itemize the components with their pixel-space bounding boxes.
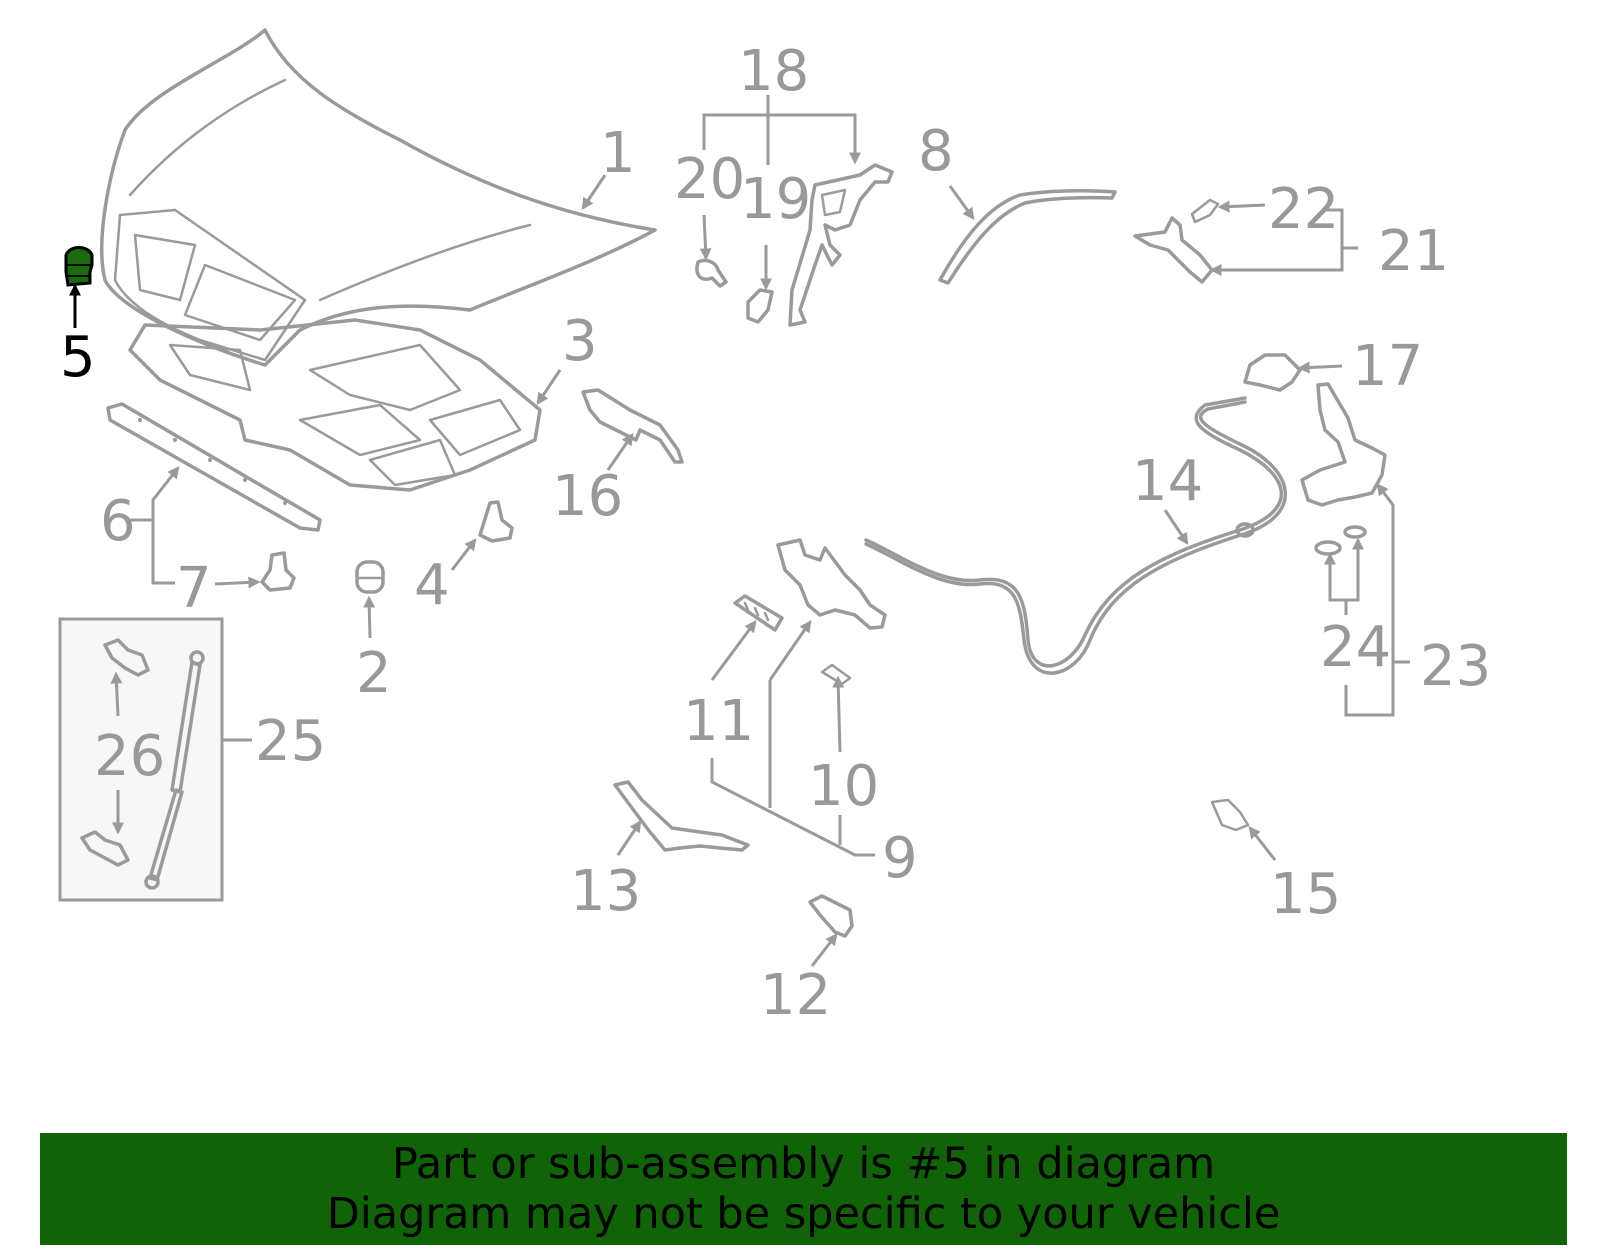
callout-21: 21 bbox=[1378, 219, 1449, 284]
part-10-clip bbox=[820, 663, 852, 686]
part-9-lock bbox=[776, 538, 887, 630]
callout-11: 11 bbox=[683, 689, 754, 754]
part-13-rod bbox=[613, 780, 750, 852]
part-17-cover bbox=[1243, 353, 1302, 392]
callout-20: 20 bbox=[674, 147, 745, 212]
callout-22: 22 bbox=[1268, 177, 1339, 242]
callout-5: 5 bbox=[60, 325, 96, 390]
part-7-clip bbox=[260, 551, 296, 592]
callout-17: 17 bbox=[1352, 334, 1423, 399]
callout-9: 9 bbox=[882, 826, 918, 891]
part-25-box bbox=[58, 617, 224, 902]
part-16-bracket bbox=[581, 388, 684, 464]
callout-3: 3 bbox=[562, 309, 598, 374]
part-23-latch bbox=[1300, 382, 1387, 507]
part-6-seal bbox=[106, 402, 322, 532]
callout-25: 25 bbox=[255, 709, 326, 774]
callout-13: 13 bbox=[570, 859, 641, 924]
callout-23: 23 bbox=[1420, 634, 1491, 699]
callout-8: 8 bbox=[918, 119, 954, 184]
part-15-bracket bbox=[1210, 798, 1250, 832]
callout-2: 2 bbox=[356, 641, 392, 706]
part-21-bracket bbox=[1133, 216, 1214, 284]
part-4-stop bbox=[478, 500, 514, 543]
part-12-bracket bbox=[808, 894, 854, 938]
callout-15: 15 bbox=[1270, 862, 1341, 927]
callout-4: 4 bbox=[414, 553, 450, 618]
part-3-insulator bbox=[128, 318, 542, 492]
info-banner: Part or sub-assembly is #5 in diagram Di… bbox=[40, 1133, 1567, 1245]
part-20-bolt bbox=[695, 258, 728, 288]
banner-line-part: Part or sub-assembly is #5 in diagram bbox=[391, 1139, 1216, 1189]
banner-line-disclaimer: Diagram may not be specific to your vehi… bbox=[326, 1189, 1281, 1239]
callout-10: 10 bbox=[808, 754, 879, 819]
callout-26: 26 bbox=[94, 724, 165, 789]
callout-18: 18 bbox=[738, 39, 809, 104]
leader-lines bbox=[69, 95, 1410, 967]
part-26-ball-stud-bottom bbox=[80, 830, 130, 867]
callout-19: 19 bbox=[740, 167, 811, 232]
part-1-hood bbox=[100, 28, 657, 367]
callout-6: 6 bbox=[100, 489, 136, 554]
callout-24: 24 bbox=[1320, 615, 1391, 680]
part-18-hinge bbox=[788, 163, 894, 327]
callout-1: 1 bbox=[600, 121, 636, 186]
callout-labels: 1 2 3 4 5 6 7 8 9 10 11 12 13 14 15 16 1… bbox=[60, 39, 1491, 1028]
part-5-highlighted[interactable] bbox=[64, 246, 94, 287]
part-26-ball-stud-top bbox=[103, 638, 150, 677]
callout-16: 16 bbox=[552, 464, 623, 529]
part-14-cable bbox=[864, 396, 1288, 675]
part-11-strip bbox=[733, 594, 784, 632]
part-22-clip bbox=[1190, 198, 1220, 224]
part-8-weatherstrip bbox=[938, 189, 1117, 285]
callout-7: 7 bbox=[176, 556, 212, 621]
part-19-bolt bbox=[746, 288, 774, 324]
part-2-bumper bbox=[355, 560, 385, 594]
callout-12: 12 bbox=[760, 963, 831, 1028]
part-25-strut bbox=[144, 650, 205, 890]
callout-14: 14 bbox=[1132, 449, 1203, 514]
